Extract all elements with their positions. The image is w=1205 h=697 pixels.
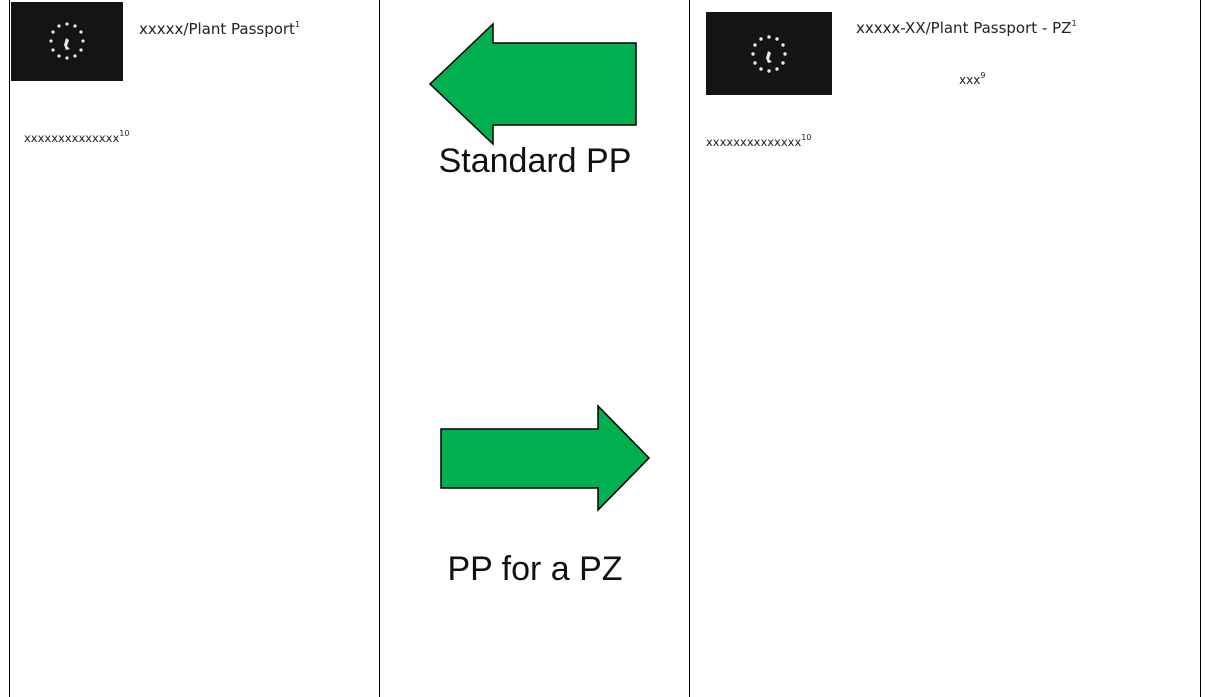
left-arrow <box>428 22 637 146</box>
pz-plant-passport: xxxxx-XX/Plant Passport - PZ1 xxx9 xxxxx… <box>689 0 1201 697</box>
footnote-marker: 10 <box>119 129 130 139</box>
footnote-marker: 10 <box>801 133 812 143</box>
passport-title: xxxxx/Plant Passport1 <box>139 20 301 38</box>
eu-flag-icon <box>11 2 123 81</box>
passport-serial: xxxxxxxxxxxxxx10 <box>24 129 130 145</box>
passport-title: xxxxx-XX/Plant Passport - PZ1 <box>856 19 1077 37</box>
right-arrow <box>440 404 651 512</box>
standard-plant-passport: xxxxx/Plant Passport1 xxxxxxxxxxxxxx10 <box>9 0 380 697</box>
footnote-marker: 9 <box>980 71 986 80</box>
eu-flag-icon <box>706 12 832 95</box>
passport-serial: xxxxxxxxxxxxxx10 <box>706 133 812 149</box>
standard-pp-label: Standard PP <box>438 142 632 180</box>
footnote-marker: 1 <box>294 20 301 29</box>
pp-for-pz-label: PP for a PZ <box>447 550 623 588</box>
passport-code: xxx9 <box>959 71 986 88</box>
footnote-marker: 1 <box>1071 19 1077 28</box>
